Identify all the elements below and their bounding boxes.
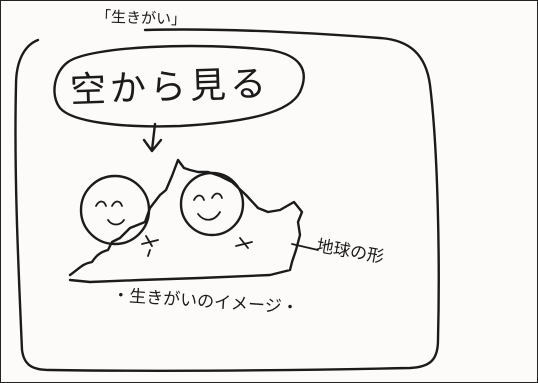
right-face: [179, 171, 245, 237]
down-arrow: [142, 122, 163, 153]
left-face-mouth: [107, 219, 125, 226]
left-face-eye-right: [111, 200, 123, 207]
earth-label-pointer: [291, 243, 319, 251]
sketch-outer-border: [14, 28, 440, 373]
figure-mark-left: [141, 235, 159, 257]
earth-shape: [68, 158, 304, 284]
caption-top: 「生きがい」: [95, 7, 187, 29]
left-face-eye-left: [95, 200, 107, 207]
right-face-mouth: [197, 211, 221, 221]
figure-mark-right: [235, 237, 253, 249]
left-face: [79, 174, 151, 246]
speech-bubble: [53, 44, 305, 128]
right-face-eye-right: [211, 192, 223, 199]
right-face-eye-left: [193, 194, 205, 201]
bubble-text: 空から見る: [69, 63, 271, 112]
